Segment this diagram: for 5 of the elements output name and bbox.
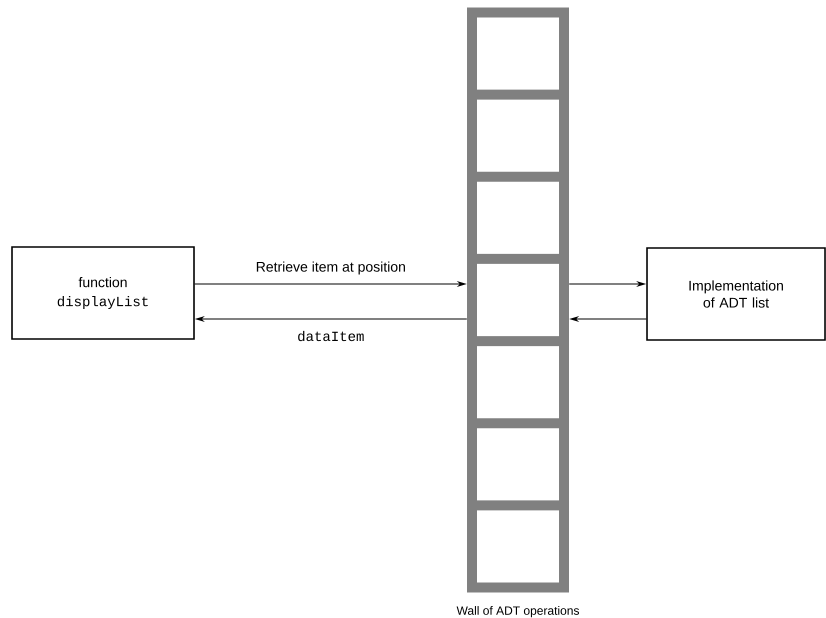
process-box: Implementation of ADT list [646,247,826,341]
process-box: function displayList [11,246,195,340]
wall-caption: Wall of ADT operations [456,606,580,618]
edge-label: Retrieve item at position [256,261,405,275]
edge-label: dataItem [298,330,364,342]
